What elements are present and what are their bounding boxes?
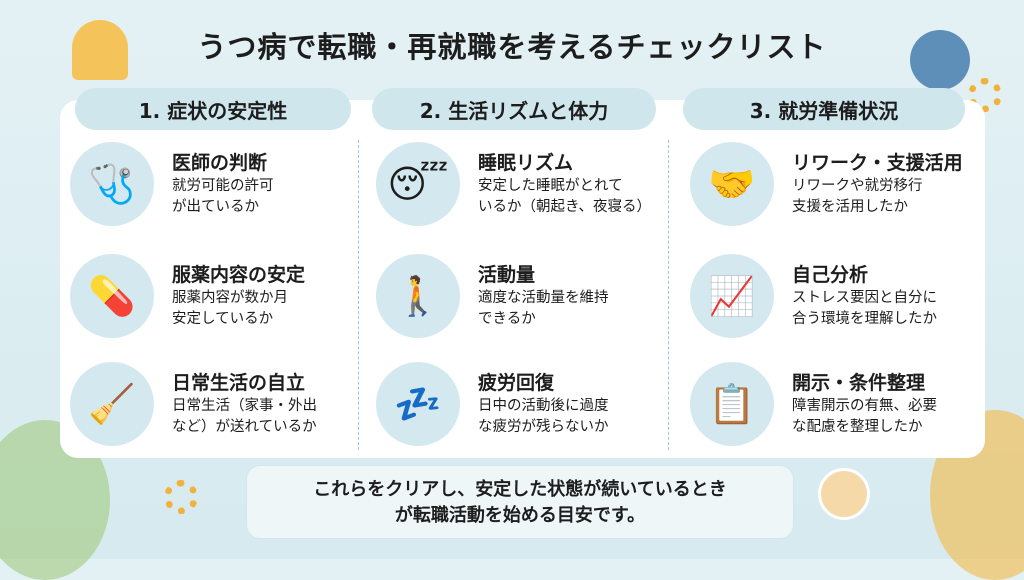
checklist-item: 💊 服薬内容の安定 服薬内容が数か月 安定しているか (70, 254, 360, 344)
walking-icon: 🚶 (376, 254, 460, 338)
column-header-3: 3. 就労準備状況 (683, 88, 965, 130)
checklist-item: 🤝 リワーク・支援活用 リワークや就労移行 支援を活用したか (690, 142, 980, 232)
column-divider (668, 140, 669, 450)
footer-line-1: これらをクリアし、安定した状態が続いているとき (313, 479, 727, 500)
item-description: 日中の活動後に過度 な疲労が残らないか (478, 398, 609, 435)
checklist-icon: 📋 (690, 362, 774, 446)
item-title: 日常生活の自立 (172, 372, 306, 394)
sleep-icon: 😴 (376, 142, 460, 226)
item-description: 安定した睡眠がとれて いるか（朝起き、夜寝る） (478, 178, 651, 215)
item-description: リワークや就労移行 支援を活用したか (792, 178, 923, 215)
item-title: 医師の判断 (172, 152, 268, 174)
item-title: リワーク・支援活用 (792, 152, 963, 174)
item-description: ストレス要因と自分に 合う環境を理解したか (792, 290, 937, 327)
housework-icon: 🧹 (70, 362, 154, 446)
gear-icon (968, 78, 1002, 112)
item-description: 服薬内容が数か月 安定しているか (172, 290, 288, 327)
item-title: 自己分析 (792, 264, 869, 286)
checklist-item: 📋 開示・条件整理 障害開示の有無、必要 な配慮を整理したか (690, 362, 980, 452)
decor-person-right (910, 30, 970, 90)
checklist-item: 😴 睡眠リズム 安定した睡眠がとれて いるか（朝起き、夜寝る） (376, 142, 666, 232)
footer-line-2: が転職活動を始める目安です。 (394, 505, 646, 526)
checklist-card (60, 100, 985, 458)
item-title: 活動量 (478, 264, 536, 286)
medicine-icon: 💊 (70, 254, 154, 338)
decor-person-bottom (818, 468, 870, 520)
decor-person-left (72, 20, 128, 80)
item-title: 服薬内容の安定 (172, 264, 306, 286)
rest-icon: 💤 (376, 362, 460, 446)
analysis-icon: 📈 (690, 254, 774, 338)
checklist-item: 🩺 医師の判断 就労可能の許可 が出ているか (70, 142, 360, 232)
column-divider (358, 140, 359, 450)
item-title: 疲労回復 (478, 372, 555, 394)
support-icon: 🤝 (690, 142, 774, 226)
checklist-item: 💤 疲労回復 日中の活動後に過度 な疲労が残らないか (376, 362, 666, 452)
footer-note: これらをクリアし、安定した状態が続いているとき が転職活動を始める目安です。 (246, 465, 794, 539)
page-title: うつ病で転職・再就職を考えるチェックリスト (197, 30, 827, 64)
item-description: 適度な活動量を維持 できるか (478, 290, 609, 327)
item-description: 日常生活（家事・外出 など）が送れているか (172, 398, 317, 435)
gear-icon (164, 480, 198, 514)
item-description: 就労可能の許可 が出ているか (172, 178, 274, 215)
checklist-item: 🚶 活動量 適度な活動量を維持 できるか (376, 254, 666, 344)
checklist-item: 📈 自己分析 ストレス要因と自分に 合う環境を理解したか (690, 254, 980, 344)
checklist-item: 🧹 日常生活の自立 日常生活（家事・外出 など）が送れているか (70, 362, 360, 452)
item-description: 障害開示の有無、必要 な配慮を整理したか (792, 398, 937, 435)
column-header-1: 1. 症状の安定性 (75, 88, 351, 130)
item-title: 開示・条件整理 (792, 372, 926, 394)
doctor-icon: 🩺 (70, 142, 154, 226)
item-title: 睡眠リズム (478, 152, 574, 174)
column-header-2: 2. 生活リズムと体力 (372, 88, 656, 130)
